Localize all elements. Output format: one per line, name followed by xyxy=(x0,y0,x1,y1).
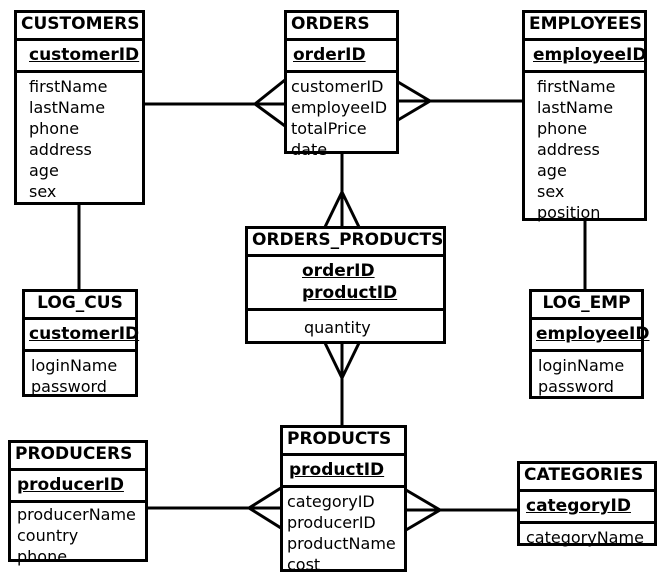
attribute: position xyxy=(537,203,601,222)
primary-keys: producerID xyxy=(11,471,145,503)
entity-categories: CATEGORIES categoryID categoryName xyxy=(517,461,657,547)
key-field: employeeID xyxy=(533,45,647,65)
attribute: password xyxy=(31,377,107,396)
key-field: orderID xyxy=(293,45,366,65)
attribute: date xyxy=(291,140,328,159)
attribute: firstName xyxy=(537,77,616,96)
attribute: phone xyxy=(29,119,80,138)
attribute: producerName xyxy=(17,505,136,524)
attribute: sex xyxy=(29,182,57,201)
attribute: phone xyxy=(537,119,588,138)
key-field: customerID xyxy=(29,45,140,65)
attribute: age xyxy=(29,161,59,180)
attribute: customerID xyxy=(291,77,384,96)
primary-keys: employeeID xyxy=(525,41,647,73)
attributes: producerName country phone xyxy=(11,503,145,569)
attribute: lastName xyxy=(29,98,106,117)
entity-title: LOG_CUS xyxy=(25,292,135,320)
entity-orders: ORDERS orderID customerID employeeID tot… xyxy=(284,10,399,159)
attribute: password xyxy=(538,377,614,396)
entity-orders-products: ORDERS_PRODUCTS orderID productID quanti… xyxy=(245,226,446,344)
entity-title: PRODUCERS xyxy=(11,443,145,471)
crowfoot-orders-left xyxy=(252,77,288,129)
key-field: employeeID xyxy=(536,324,650,344)
primary-keys: employeeID xyxy=(532,320,650,352)
entity-title: CATEGORIES xyxy=(520,464,654,492)
attribute: totalPrice xyxy=(291,119,367,138)
attributes: firstName lastName phone address age sex… xyxy=(525,73,644,225)
entity-title: ORDERS_PRODUCTS xyxy=(248,229,443,257)
attribute: categoryID xyxy=(287,492,375,511)
crowfoot-products-left xyxy=(246,485,284,531)
attribute: address xyxy=(537,140,600,159)
attribute: country xyxy=(17,526,79,545)
attribute: lastName xyxy=(537,98,614,117)
attribute: employeeID xyxy=(291,98,388,117)
crowfoot-products-right xyxy=(403,487,443,533)
attribute: age xyxy=(537,161,567,180)
entity-products: PRODUCTS productID categoryID producerID… xyxy=(280,425,407,574)
attributes: categoryID producerID productName cost xyxy=(283,488,404,577)
primary-keys: customerID xyxy=(25,320,140,352)
attribute: loginName xyxy=(538,356,625,375)
attribute: cost xyxy=(287,555,321,574)
primary-keys: orderID xyxy=(287,41,396,73)
primary-keys: customerID xyxy=(17,41,142,73)
primary-keys: productID xyxy=(283,456,404,488)
entity-title: LOG_EMP xyxy=(532,292,641,320)
key-field: categoryID xyxy=(526,496,631,516)
attribute: sex xyxy=(537,182,565,201)
primary-keys: orderID productID xyxy=(248,257,443,311)
attribute: quantity xyxy=(304,318,371,337)
key-field: productID xyxy=(302,283,398,303)
attributes: loginName password xyxy=(532,352,641,399)
entity-producers: PRODUCERS producerID producerName countr… xyxy=(8,440,148,566)
attributes: firstName lastName phone address age sex xyxy=(17,73,142,204)
attribute: firstName xyxy=(29,77,108,96)
attributes: quantity xyxy=(248,311,443,340)
entity-title: PRODUCTS xyxy=(283,428,404,456)
entity-employees: EMPLOYEES employeeID firstName lastName … xyxy=(522,10,647,222)
crowfoot-orders-right xyxy=(395,79,433,123)
attribute: categoryName xyxy=(526,528,644,547)
crowfoot-op-top xyxy=(322,188,362,230)
crowfoot-op-bottom xyxy=(322,340,362,382)
attributes: categoryName xyxy=(520,524,654,550)
primary-keys: categoryID xyxy=(520,492,654,524)
entity-title: EMPLOYEES xyxy=(525,13,644,41)
key-field: customerID xyxy=(29,324,140,344)
entity-log-emp: LOG_EMP employeeID loginName password xyxy=(529,289,650,399)
attribute: producerID xyxy=(287,513,376,532)
attributes: customerID employeeID totalPrice date xyxy=(287,73,396,162)
attribute: phone xyxy=(17,547,68,566)
entity-title: ORDERS xyxy=(287,13,396,41)
attribute: productName xyxy=(287,534,396,553)
entity-customers: CUSTOMERS customerID firstName lastName … xyxy=(14,10,145,205)
key-field: orderID xyxy=(302,261,375,281)
entity-log-cus: LOG_CUS customerID loginName password xyxy=(22,289,140,399)
entity-title: CUSTOMERS xyxy=(17,13,142,41)
attribute: loginName xyxy=(31,356,118,375)
attribute: address xyxy=(29,140,92,159)
key-field: productID xyxy=(289,460,385,480)
attributes: loginName password xyxy=(25,352,135,399)
key-field: producerID xyxy=(17,475,124,495)
